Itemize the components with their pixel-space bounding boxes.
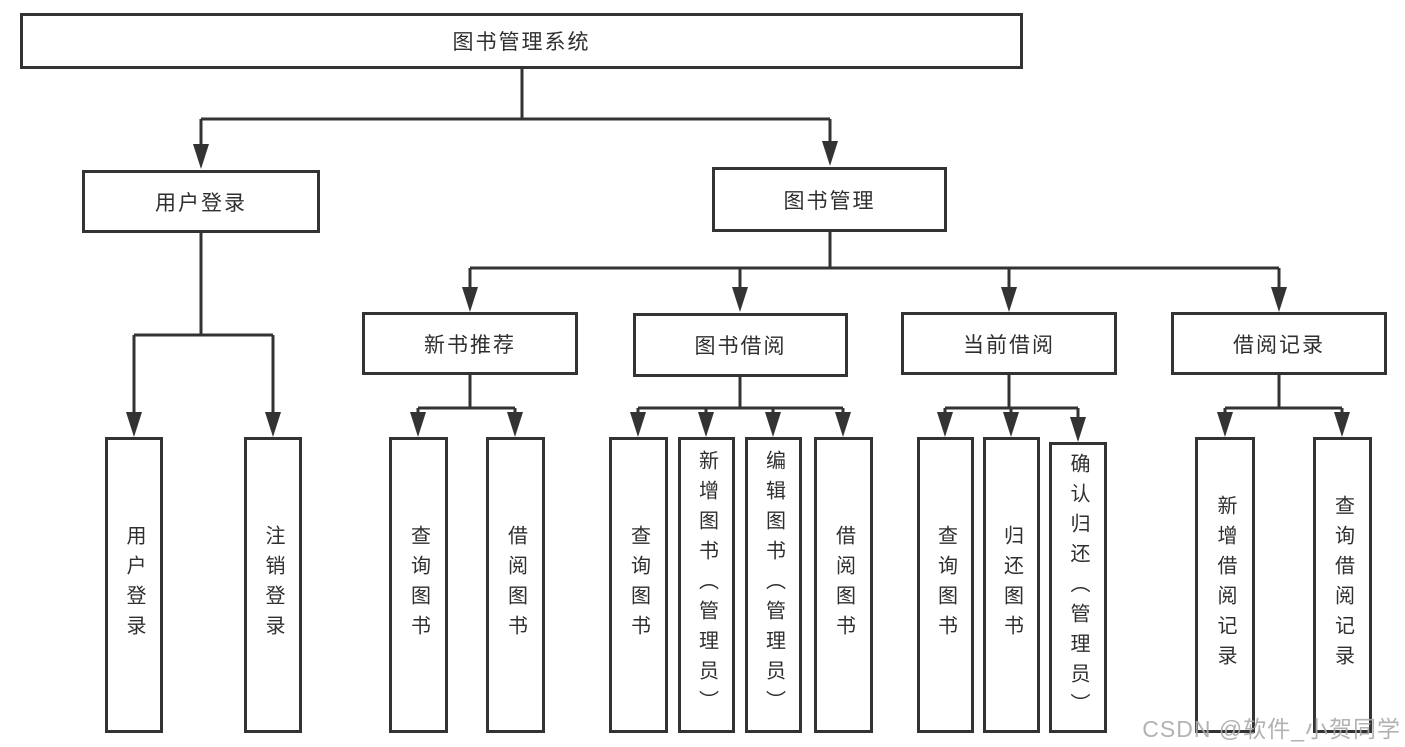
node-current-borrowing: 当前借阅: [901, 312, 1117, 375]
leaf-query-books: 查询图书: [609, 437, 668, 733]
node-label: 用户登录: [123, 525, 145, 645]
node-label: 用户登录: [155, 191, 247, 215]
node-label: 图书管理: [783, 189, 876, 213]
csdn-watermark: CSDN @软件_小贺同学: [1142, 716, 1401, 742]
node-label: 查询借阅记录: [1331, 495, 1354, 675]
node-book-borrowing: 图书借阅: [633, 313, 848, 377]
leaf-edit-books-admin: 编辑图书（管理员）: [745, 437, 802, 733]
node-label: 归还图书: [1000, 525, 1023, 645]
node-label: 确认归还（管理员）: [1067, 452, 1089, 723]
node-label: 新增图书（管理员）: [695, 450, 718, 720]
leaf-logout: 注销登录: [244, 437, 302, 733]
node-user-login-module: 用户登录: [82, 170, 320, 233]
node-label: 编辑图书（管理员）: [762, 450, 785, 720]
node-label: 当前借阅: [963, 333, 1055, 357]
leaf-query-books: 查询图书: [917, 437, 974, 733]
node-book-management-module: 图书管理: [712, 167, 947, 232]
node-library-management-system: 图书管理系统: [20, 13, 1023, 69]
node-label: 借阅图书: [832, 525, 855, 645]
leaf-borrow-books: 借阅图书: [486, 437, 545, 733]
node-label: 查询图书: [627, 525, 650, 645]
leaf-add-books-admin: 新增图书（管理员）: [678, 437, 735, 733]
node-label: 查询图书: [407, 525, 430, 645]
leaf-confirm-return-admin: 确认归还（管理员）: [1049, 442, 1107, 733]
leaf-query-borrow-record: 查询借阅记录: [1313, 437, 1372, 733]
node-borrowing-records: 借阅记录: [1171, 312, 1387, 375]
node-new-book-recommend: 新书推荐: [362, 312, 578, 375]
node-label: 图书管理系统: [452, 31, 591, 54]
leaf-add-borrow-record: 新增借阅记录: [1195, 437, 1255, 733]
leaf-user-login: 用户登录: [105, 437, 163, 733]
node-label: 借阅图书: [504, 525, 527, 645]
node-label: 借阅记录: [1233, 333, 1325, 357]
leaf-borrow-books: 借阅图书: [814, 437, 873, 733]
node-label: 新书推荐: [424, 333, 516, 357]
node-label: 查询图书: [934, 525, 957, 645]
arrowheads: [126, 141, 1350, 442]
leaf-return-books: 归还图书: [983, 437, 1040, 733]
node-label: 注销登录: [262, 525, 284, 645]
node-label: 新增借阅记录: [1214, 495, 1236, 675]
leaf-query-books: 查询图书: [389, 437, 448, 733]
node-label: 图书借阅: [694, 335, 787, 358]
